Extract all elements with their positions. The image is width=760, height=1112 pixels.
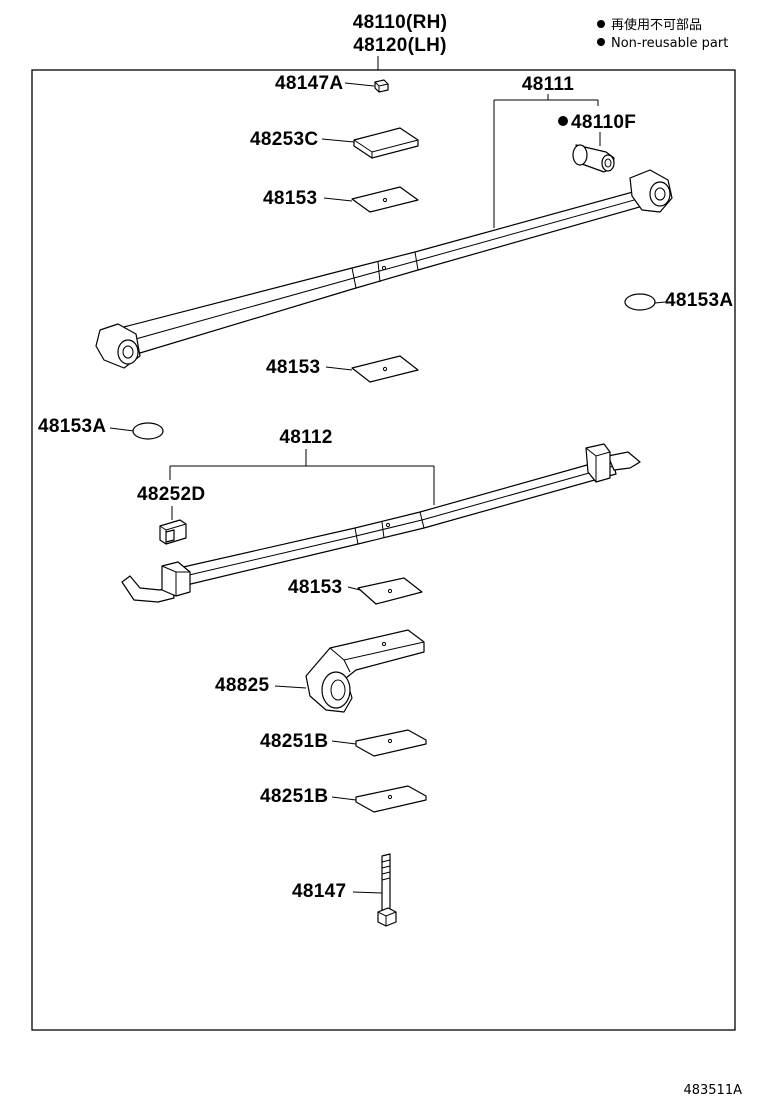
leader-48253C [321, 138, 355, 143]
label-48251B-2: 48251B [260, 786, 328, 807]
label-48153A-right: 48153A [665, 290, 733, 311]
label-48153A-left: 48153A [38, 416, 106, 437]
leader-48153-top [323, 197, 353, 202]
label-48153-low: 48153 [288, 577, 342, 598]
spring-seat-icon [305, 629, 425, 713]
leader-48147 [352, 891, 383, 894]
leader-48111 [493, 94, 599, 228]
upper-leaf-spring [95, 169, 673, 369]
leader-48153-mid [325, 366, 353, 371]
label-48252D: 48252D [137, 484, 205, 505]
pad-icon [357, 577, 423, 605]
leader-48153-low [347, 586, 361, 591]
legend-en: Non-reusable part [611, 36, 728, 51]
label-48825: 48825 [215, 675, 269, 696]
label-48153-mid: 48153 [266, 357, 320, 378]
leader-48825 [274, 685, 307, 689]
assembly-frame [31, 69, 736, 1031]
leader-48112 [169, 449, 435, 505]
label-48251B-1: 48251B [260, 731, 328, 752]
label-48147A: 48147A [275, 73, 343, 94]
assembly-number-lh: 48120(LH) [353, 35, 447, 56]
label-48110F: 48110F [571, 112, 636, 133]
pad-icon [351, 186, 419, 213]
label-48111: 48111 [522, 74, 574, 95]
label-48153-top: 48153 [263, 188, 317, 209]
leader-48147A [344, 82, 375, 87]
plate-icon [353, 127, 419, 159]
leader-48153A-left [109, 427, 135, 432]
lower-leaf-spring [121, 443, 641, 603]
plate-icon [355, 729, 427, 757]
label-48253C: 48253C [250, 129, 318, 150]
plate-icon [355, 785, 427, 813]
bolt-icon [377, 853, 397, 927]
clip-icon [159, 519, 187, 545]
leader-48251B-1 [331, 740, 357, 745]
leader-48251B-2 [331, 796, 357, 801]
label-48147: 48147 [292, 881, 346, 902]
cushion-disc-left [132, 422, 164, 440]
pad-icon [351, 355, 419, 383]
diagram-code: 483511A [683, 1083, 742, 1098]
assembly-number-rh: 48110(RH) [353, 12, 448, 33]
leader-48153A-right [654, 301, 666, 304]
label-48112: 48112 [279, 427, 332, 448]
legend-jp: 再使用不可部品 [611, 17, 702, 33]
bushing-icon [572, 144, 615, 173]
non-reusable-mark-icon [558, 116, 568, 126]
non-reusable-bullet-icon [597, 20, 605, 28]
cushion-disc-right [624, 293, 656, 311]
nut-icon [374, 79, 389, 93]
non-reusable-bullet-icon [597, 38, 605, 46]
